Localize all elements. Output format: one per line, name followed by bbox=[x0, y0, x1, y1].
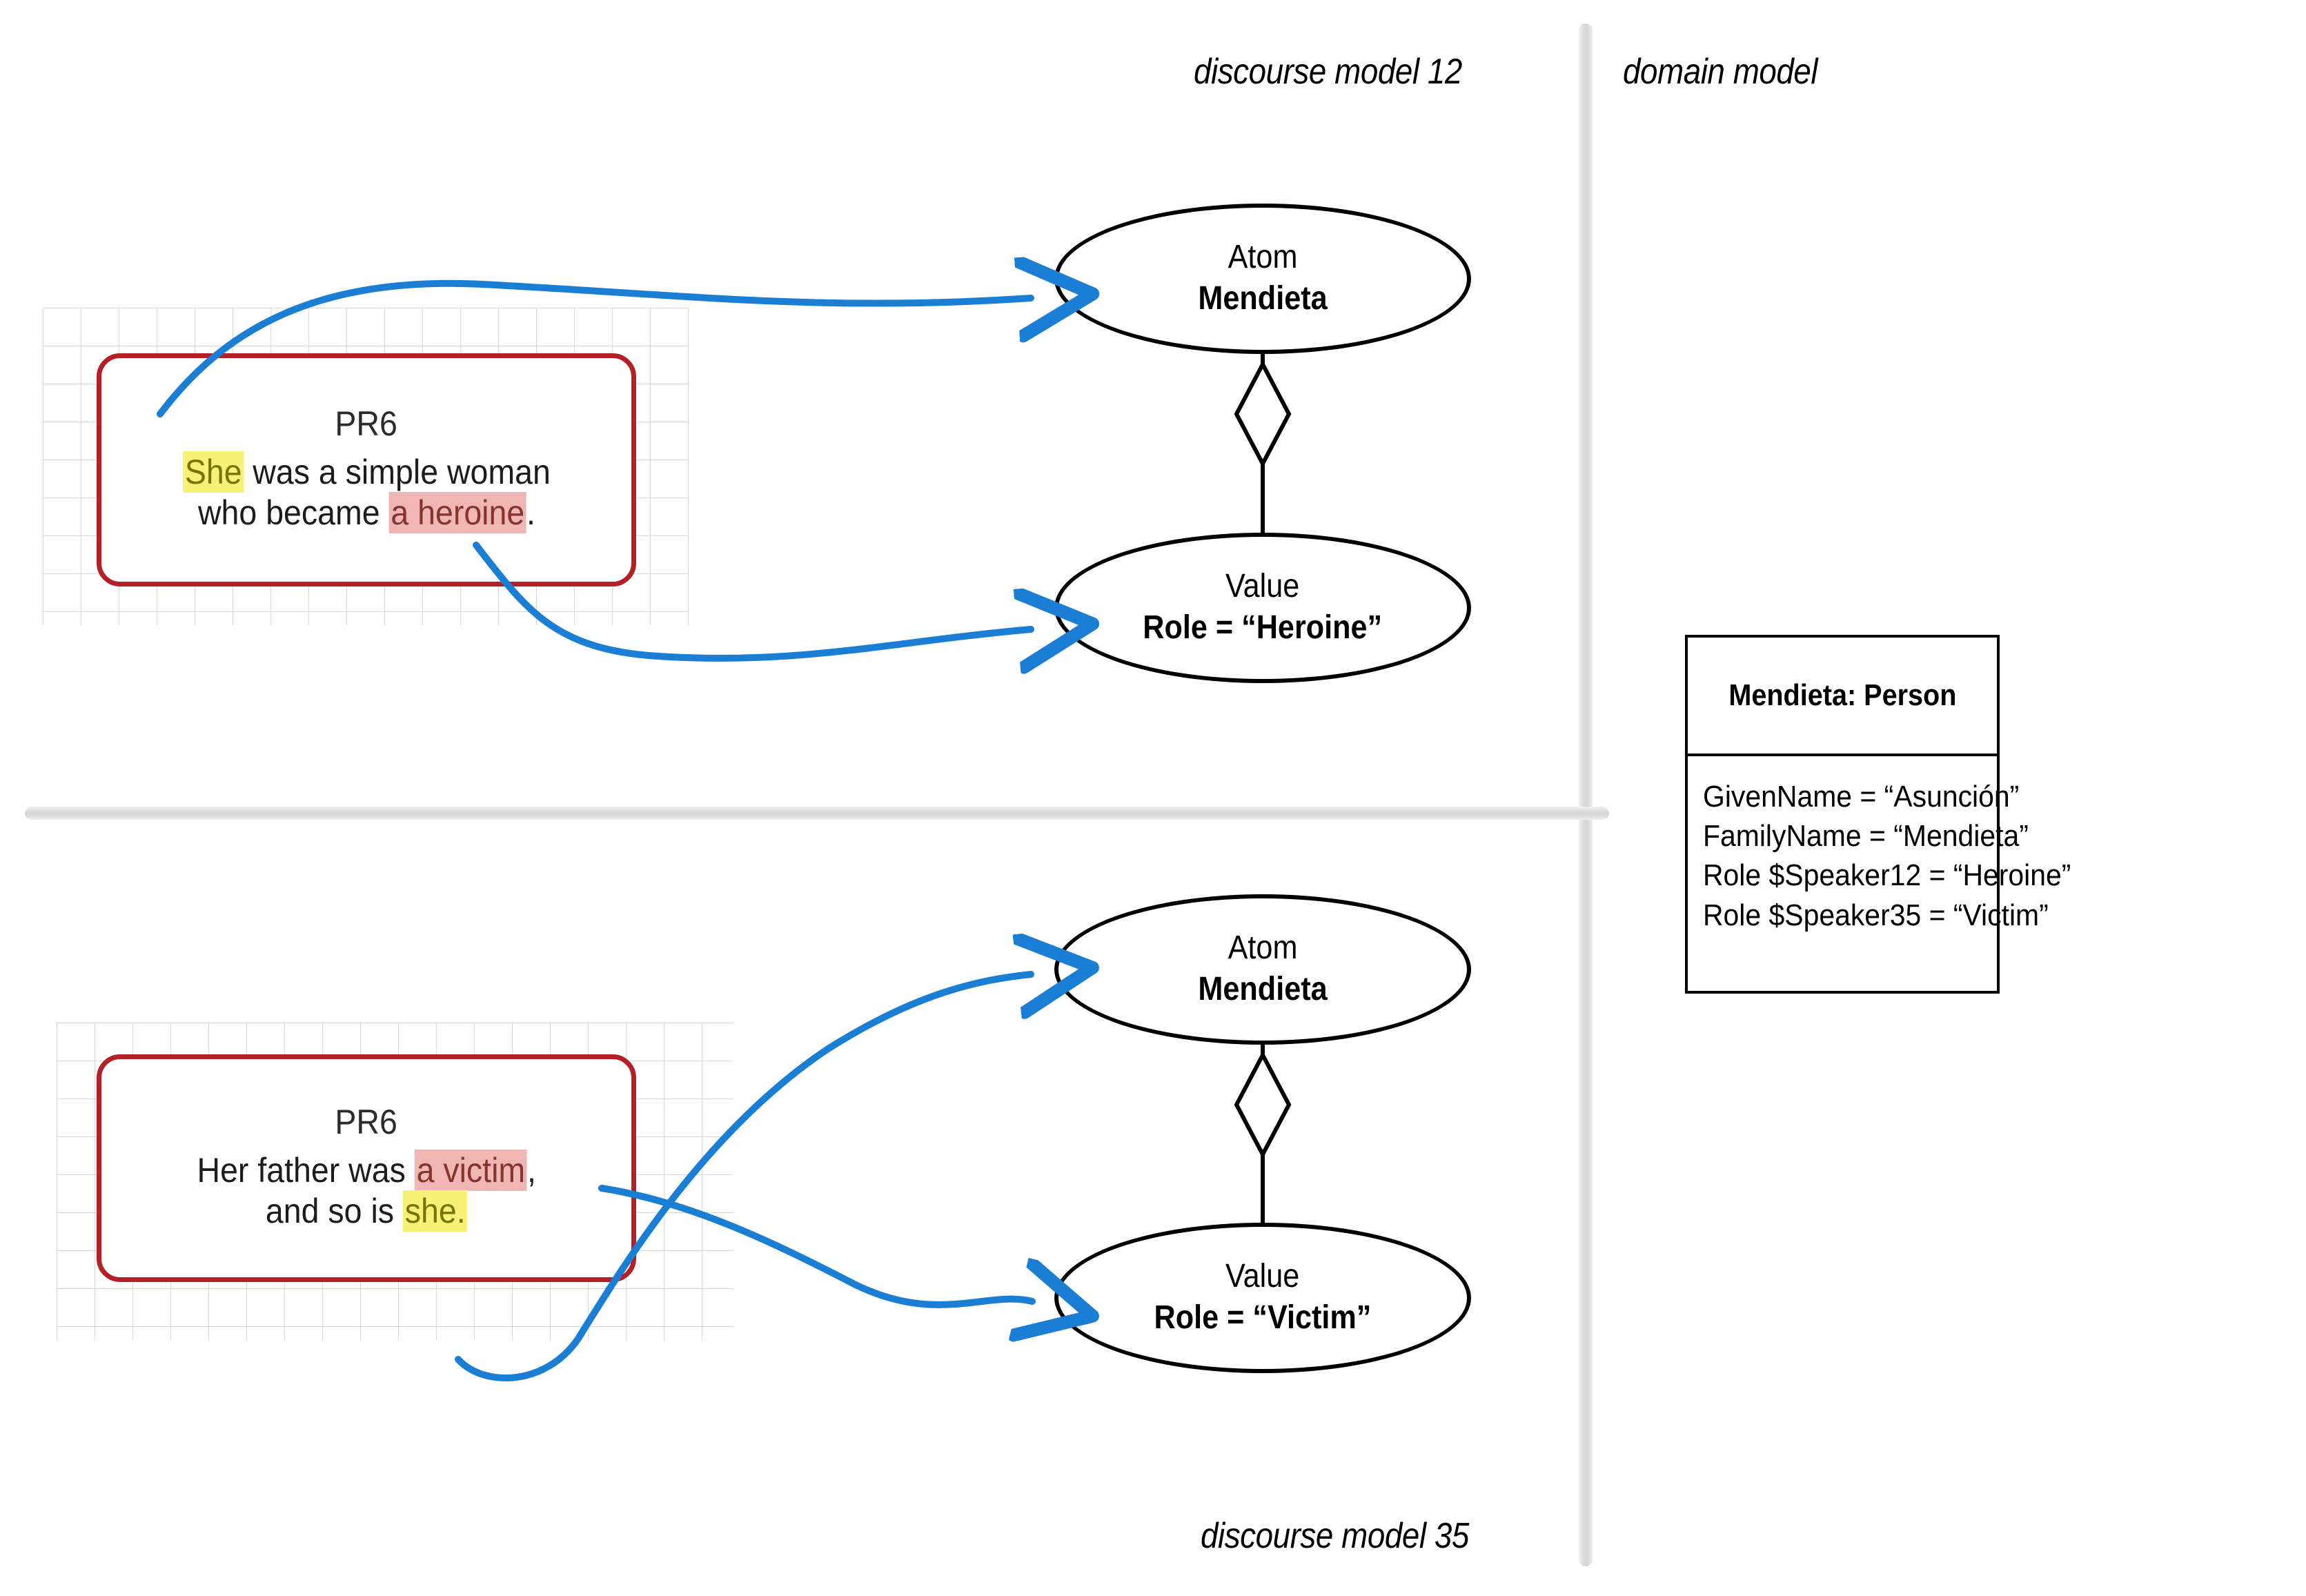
horizontal-divider bbox=[25, 807, 1609, 820]
discourse-35-atom-node[interactable]: Atom Mendieta bbox=[1054, 894, 1471, 1045]
discourse-12-text-box[interactable]: PR6 She was a simple woman who became a … bbox=[97, 353, 636, 587]
aggregation-diamond-12 bbox=[1234, 359, 1292, 469]
aggregation-diamond-35 bbox=[1234, 1050, 1292, 1159]
discourse-12-atom-value: Mendieta bbox=[1198, 280, 1328, 317]
discourse-12-atom-node[interactable]: Atom Mendieta bbox=[1054, 204, 1471, 354]
domain-attr-givenname: GivenName = “Asunción” bbox=[1703, 780, 2020, 814]
domain-model-attribute-list: GivenName = “Asunción” FamilyName = “Men… bbox=[1688, 756, 2071, 991]
discourse-12-value-expression: Role = “Heroine” bbox=[1143, 609, 1383, 647]
pronoun-highlight-she-2: she. bbox=[402, 1190, 468, 1232]
aggregation-link-35 bbox=[1234, 1045, 1292, 1223]
vertical-divider bbox=[1579, 23, 1593, 1566]
domain-attr-role-speaker35: Role $Speaker35 = “Victim” bbox=[1703, 898, 2049, 932]
domain-model-class-box[interactable]: Mendieta: Person GivenName = “Asunción” … bbox=[1685, 635, 2071, 994]
discourse-35-line-2-start: and so is bbox=[265, 1192, 403, 1230]
pronoun-highlight-she: She bbox=[182, 451, 244, 493]
discourse-35-sentence-line-1: Her father was a victim, bbox=[197, 1150, 536, 1191]
domain-attr-role-speaker12: Role $Speaker12 = “Heroine” bbox=[1703, 858, 2071, 893]
discourse-12-line-2-period: . bbox=[526, 493, 535, 532]
domain-attr-familyname: FamilyName = “Mendieta” bbox=[1703, 819, 2029, 854]
discourse-12-sentence-line-2: who became a heroine. bbox=[183, 492, 551, 533]
role-highlight-a-heroine: a heroine bbox=[388, 492, 526, 533]
discourse-35-sentence: Her father was a victim, and so is she. bbox=[197, 1150, 536, 1232]
discourse-35-sentence-line-2: and so is she. bbox=[197, 1190, 535, 1232]
discourse-35-line-1-comma: , bbox=[526, 1151, 536, 1190]
domain-model-class-title: Mendieta: Person bbox=[1728, 678, 1957, 712]
discourse-model-12-label: discourse model 12 bbox=[1194, 52, 1462, 92]
discourse-35-atom-value: Mendieta bbox=[1198, 971, 1328, 1008]
discourse-35-atom-kind: Atom bbox=[1228, 929, 1298, 966]
role-highlight-a-victim: a victim bbox=[414, 1150, 527, 1191]
discourse-35-line-1-start: Her father was bbox=[197, 1151, 415, 1190]
discourse-12-sentence-line-1: She was a simple woman bbox=[182, 451, 551, 493]
discourse-12-value-node[interactable]: Value Role = “Heroine” bbox=[1054, 533, 1471, 683]
discourse-12-pr-tag: PR6 bbox=[335, 404, 398, 443]
discourse-model-35-label: discourse model 35 bbox=[1201, 1516, 1469, 1556]
discourse-35-value-kind: Value bbox=[1225, 1257, 1300, 1294]
discourse-12-line-2-start: who became bbox=[197, 493, 389, 532]
discourse-12-sentence: She was a simple woman who became a hero… bbox=[182, 451, 551, 533]
domain-model-label: domain model bbox=[1623, 52, 1818, 92]
domain-model-class-header: Mendieta: Person bbox=[1688, 638, 1997, 756]
aggregation-link-12 bbox=[1234, 354, 1292, 533]
discourse-12-value-kind: Value bbox=[1225, 567, 1300, 604]
discourse-35-value-expression: Role = “Victim” bbox=[1154, 1299, 1372, 1337]
discourse-35-text-box[interactable]: PR6 Her father was a victim, and so is s… bbox=[97, 1054, 636, 1282]
discourse-12-atom-kind: Atom bbox=[1228, 238, 1298, 275]
discourse-35-pr-tag: PR6 bbox=[335, 1103, 398, 1141]
discourse-12-line-1-rest: was a simple woman bbox=[243, 453, 551, 491]
discourse-35-value-node[interactable]: Value Role = “Victim” bbox=[1054, 1223, 1471, 1373]
